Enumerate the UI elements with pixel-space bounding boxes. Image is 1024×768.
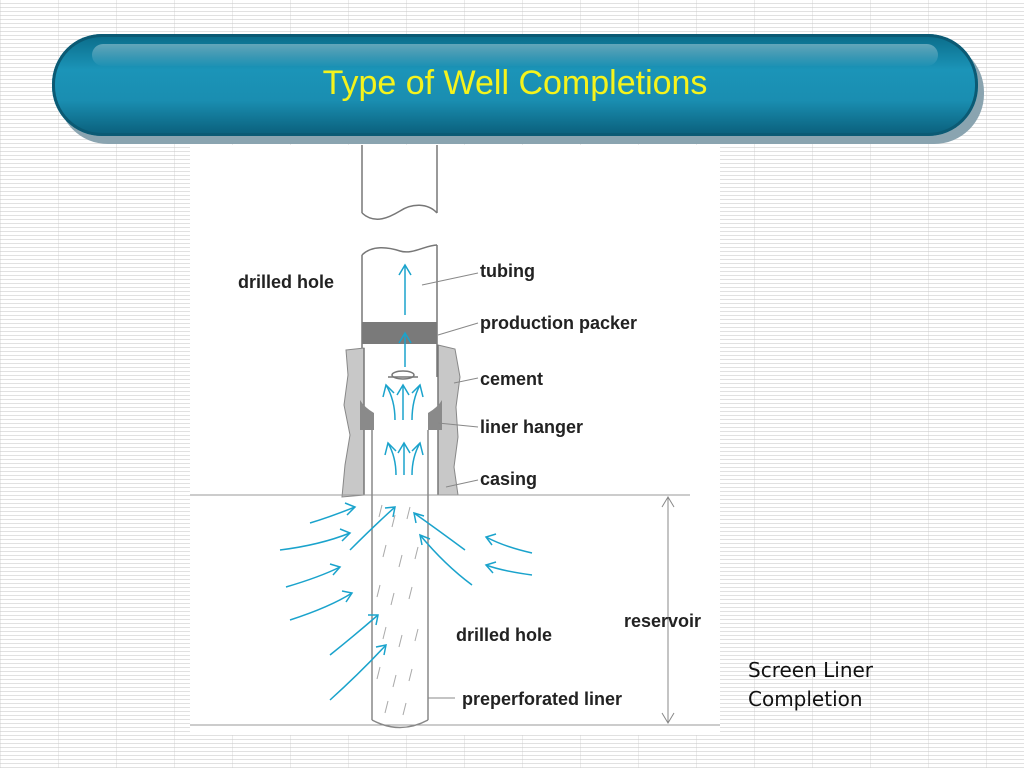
label-tubing: tubing xyxy=(480,261,535,281)
liner-hanger xyxy=(360,400,442,430)
completion-caption: Screen Liner Completion xyxy=(748,656,948,714)
label-production-packer: production packer xyxy=(480,313,637,333)
caption-line-2: Completion xyxy=(748,687,863,711)
slide-title: Type of Well Completions xyxy=(322,64,708,102)
caption-line-1: Screen Liner xyxy=(748,658,874,682)
upper-pipe xyxy=(361,145,438,220)
label-drilled-hole-bottom: drilled hole xyxy=(456,625,552,645)
reservoir-dimension-arrow xyxy=(661,496,675,724)
liner-perforations xyxy=(376,504,419,716)
production-packer xyxy=(362,322,437,344)
flow-arrows xyxy=(279,263,533,701)
diagram-svg: drilled hole tubing production packer ce… xyxy=(190,145,720,729)
preperforated-liner xyxy=(371,430,429,729)
tubing xyxy=(361,244,438,380)
well-completion-diagram: drilled hole tubing production packer ce… xyxy=(190,145,720,735)
casing xyxy=(363,345,439,495)
label-preperforated-liner: preperforated liner xyxy=(462,689,622,709)
label-cement: cement xyxy=(480,369,543,389)
leader-lines xyxy=(421,272,479,699)
label-casing: casing xyxy=(480,469,537,489)
label-reservoir: reservoir xyxy=(624,611,701,631)
label-liner-hanger: liner hanger xyxy=(480,417,583,437)
title-bar: Type of Well Completions xyxy=(52,34,978,136)
label-drilled-hole-top: drilled hole xyxy=(238,272,334,292)
reservoir-boundaries xyxy=(190,494,720,726)
